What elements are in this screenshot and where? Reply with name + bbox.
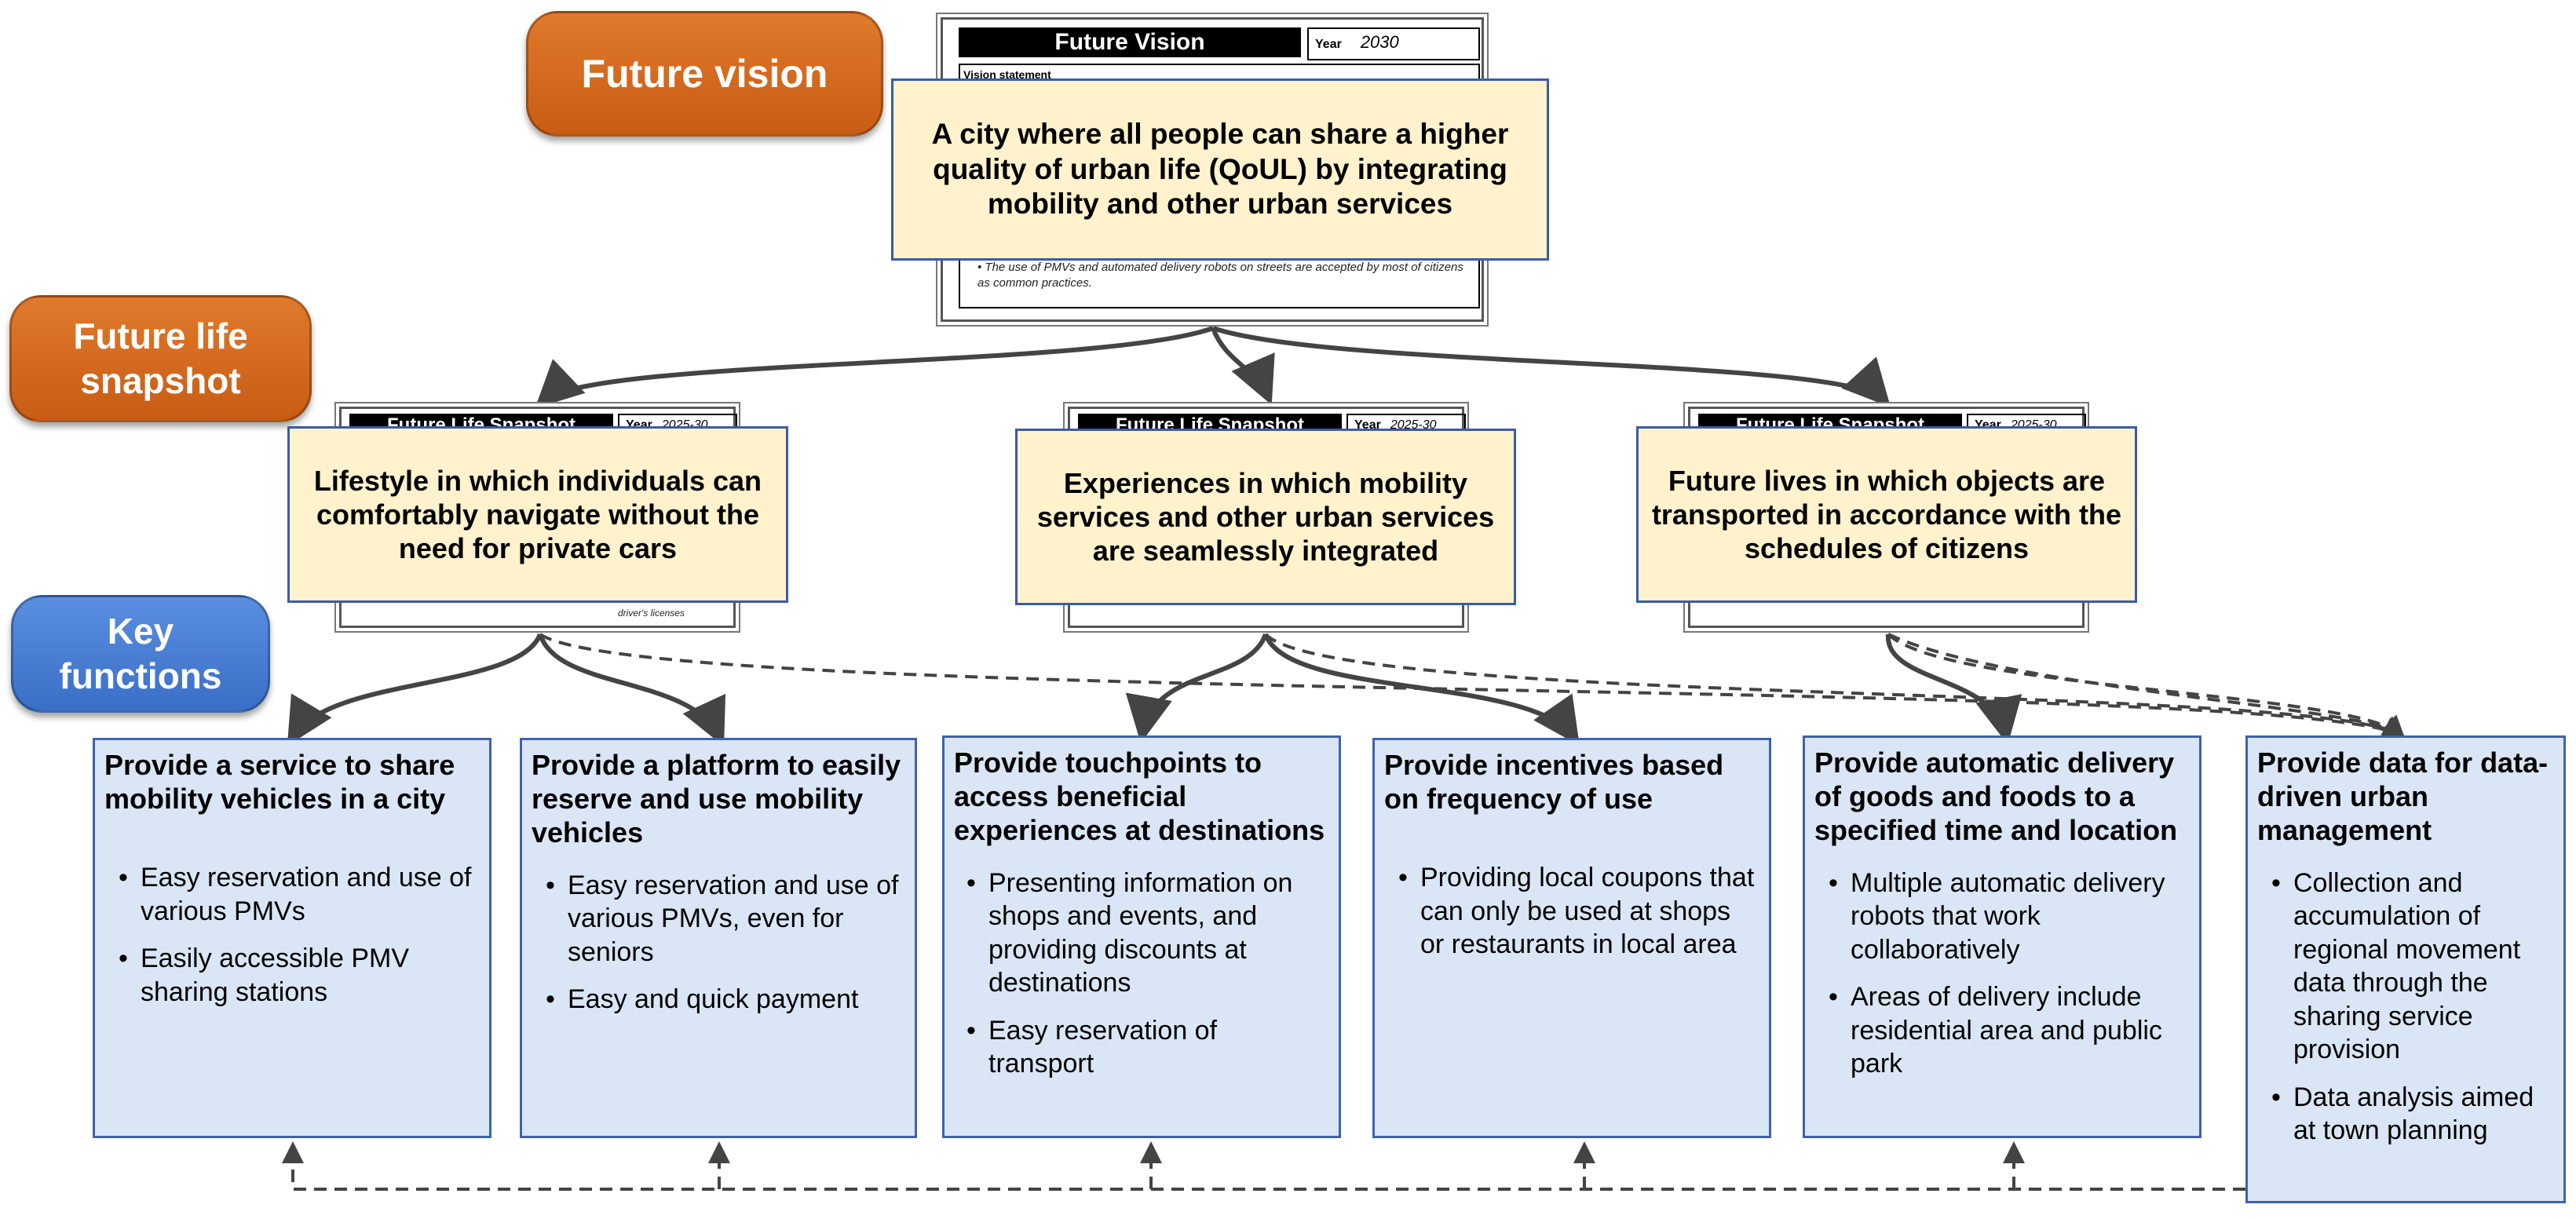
function-bullet-3-1: Presenting information on shops and even…: [966, 867, 1329, 1000]
label-key-functions: Key functions: [11, 595, 270, 713]
vision-doc-header: Future Vision: [959, 27, 1301, 57]
function-title-4: Provide incentives based on frequency of…: [1384, 749, 1724, 816]
function-title-5: Provide automatic delivery of goods and …: [1814, 746, 2178, 847]
function-bullet-2-1: Easy reservation and use of various PMVs…: [546, 869, 905, 969]
snapshot-card-3: Future lives in which objects are transp…: [1636, 426, 2137, 603]
function-bullet-5-2: Areas of delivery include residential ar…: [1829, 980, 2190, 1081]
function-card-5: Provide automatic delivery of goods and …: [1803, 735, 2201, 1138]
function-bullet-6-2: Data analysis aimed at town planning: [2271, 1081, 2554, 1148]
function-title-3: Provide touchpoints to access beneficial…: [954, 746, 1325, 847]
function-bullet-1-2: Easily accessible PMV sharing stations: [119, 942, 480, 1009]
vision-doc-note: • The use of PMVs and automated delivery…: [977, 261, 1463, 290]
function-title-2: Provide a platform to easily reserve and…: [532, 749, 901, 849]
function-bullet-2-2: Easy and quick payment: [546, 983, 905, 1016]
function-title-1: Provide a service to share mobility vehi…: [104, 749, 455, 816]
data-feed-dashed-arrows: [282, 633, 2406, 1191]
function-bullet-5-1: Multiple automatic delivery robots that …: [1829, 867, 2190, 967]
function-card-1: Provide a service to share mobility vehi…: [93, 738, 491, 1138]
function-bullet-3-2: Easy reservation of transport: [966, 1014, 1329, 1081]
snapshot-doc-note-1: driver's licenses: [618, 608, 685, 619]
snapshot-to-function-arrows: [287, 633, 2022, 746]
label-key-functions-text: Key functions: [59, 610, 222, 697]
function-card-3: Provide touchpoints to access beneficial…: [942, 735, 1341, 1138]
label-future-vision: Future vision: [526, 11, 883, 137]
snapshot-card-1: Lifestyle in which individuals can comfo…: [287, 426, 788, 603]
label-future-life-snapshot-text: Future life snapshot: [73, 315, 248, 402]
function-title-6: Provide data for data-driven urban manag…: [2257, 746, 2549, 847]
function-card-6: Provide data for data-driven urban manag…: [2245, 735, 2566, 1203]
function-bullet-1-1: Easy reservation and use of various PMVs: [119, 861, 480, 928]
snapshot-card-2: Experiences in which mobility services a…: [1015, 429, 1516, 605]
function-card-4: Provide incentives based on frequency of…: [1372, 738, 1771, 1138]
vision-doc-statement-label: Vision statement: [963, 68, 1051, 81]
vision-to-snapshot-arrows: [535, 326, 1891, 409]
label-future-life-snapshot: Future life snapshot: [9, 295, 312, 422]
function-bullet-6-1: Collection and accumulation of regional …: [2271, 867, 2554, 1067]
vision-statement: A city where all people can share a high…: [891, 78, 1549, 261]
function-card-2: Provide a platform to easily reserve and…: [520, 738, 917, 1138]
vision-doc-year-value: 2030: [1360, 32, 1399, 52]
label-future-vision-text: Future vision: [581, 51, 828, 96]
function-bullet-4-1: Providing local coupons that can only be…: [1398, 861, 1759, 962]
